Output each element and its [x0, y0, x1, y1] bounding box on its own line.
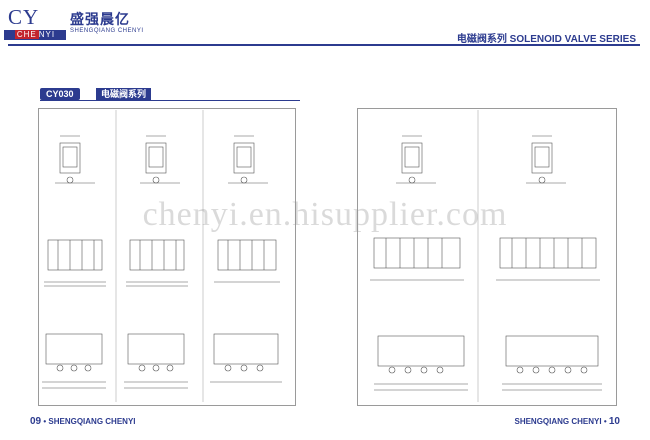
series-title: 电磁阀系列 SOLENOID VALVE SERIES [456, 34, 636, 45]
manifold-top-view-3 [214, 239, 280, 283]
manifold-side-view-2 [124, 333, 188, 389]
manifold-side-view-4 [374, 335, 468, 391]
manifold-top-view-4 [370, 237, 464, 281]
logo-bar-left: CHE [14, 30, 39, 39]
company-name-cn: 盛强晨亿 [70, 11, 130, 27]
valve-front-view-1 [55, 135, 95, 184]
model-tag-label: 电磁阀系列 [96, 88, 152, 100]
footer-left-text: • SHENGQIANG CHENYI [43, 417, 136, 426]
valve-front-view-3 [228, 135, 268, 184]
manifold-side-view-3 [210, 333, 282, 383]
logo-bar-right: NYI [38, 30, 56, 39]
left-drawing-panel [38, 108, 296, 406]
footer-left: 09 • SHENGQIANG CHENYI [30, 416, 136, 427]
manifold-side-view-1 [42, 333, 106, 389]
header-rule [8, 44, 640, 46]
manifold-top-view-2 [126, 239, 188, 287]
tag-rule [40, 100, 300, 101]
page-number-right: 10 [608, 416, 620, 427]
footer-right: SHENGQIANG CHENYI • 10 [514, 416, 620, 427]
manifold-top-view-5 [496, 237, 600, 281]
manifold-top-view-1 [44, 239, 106, 287]
valve-front-view-4 [396, 135, 436, 184]
model-tag: CY030 [40, 88, 80, 100]
watermark: chenyi.en.hisupplier.com [142, 196, 508, 233]
valve-front-view-2 [140, 135, 180, 184]
company-name-en: SHENGQIANG CHENYI [70, 28, 144, 34]
right-drawing-panel [357, 108, 617, 406]
manifold-side-view-5 [502, 335, 602, 391]
footer-right-text: SHENGQIANG CHENYI • [514, 417, 607, 426]
page-number-left: 09 [30, 416, 42, 427]
logo-mark: CY [8, 5, 40, 29]
valve-front-view-5 [526, 135, 566, 184]
